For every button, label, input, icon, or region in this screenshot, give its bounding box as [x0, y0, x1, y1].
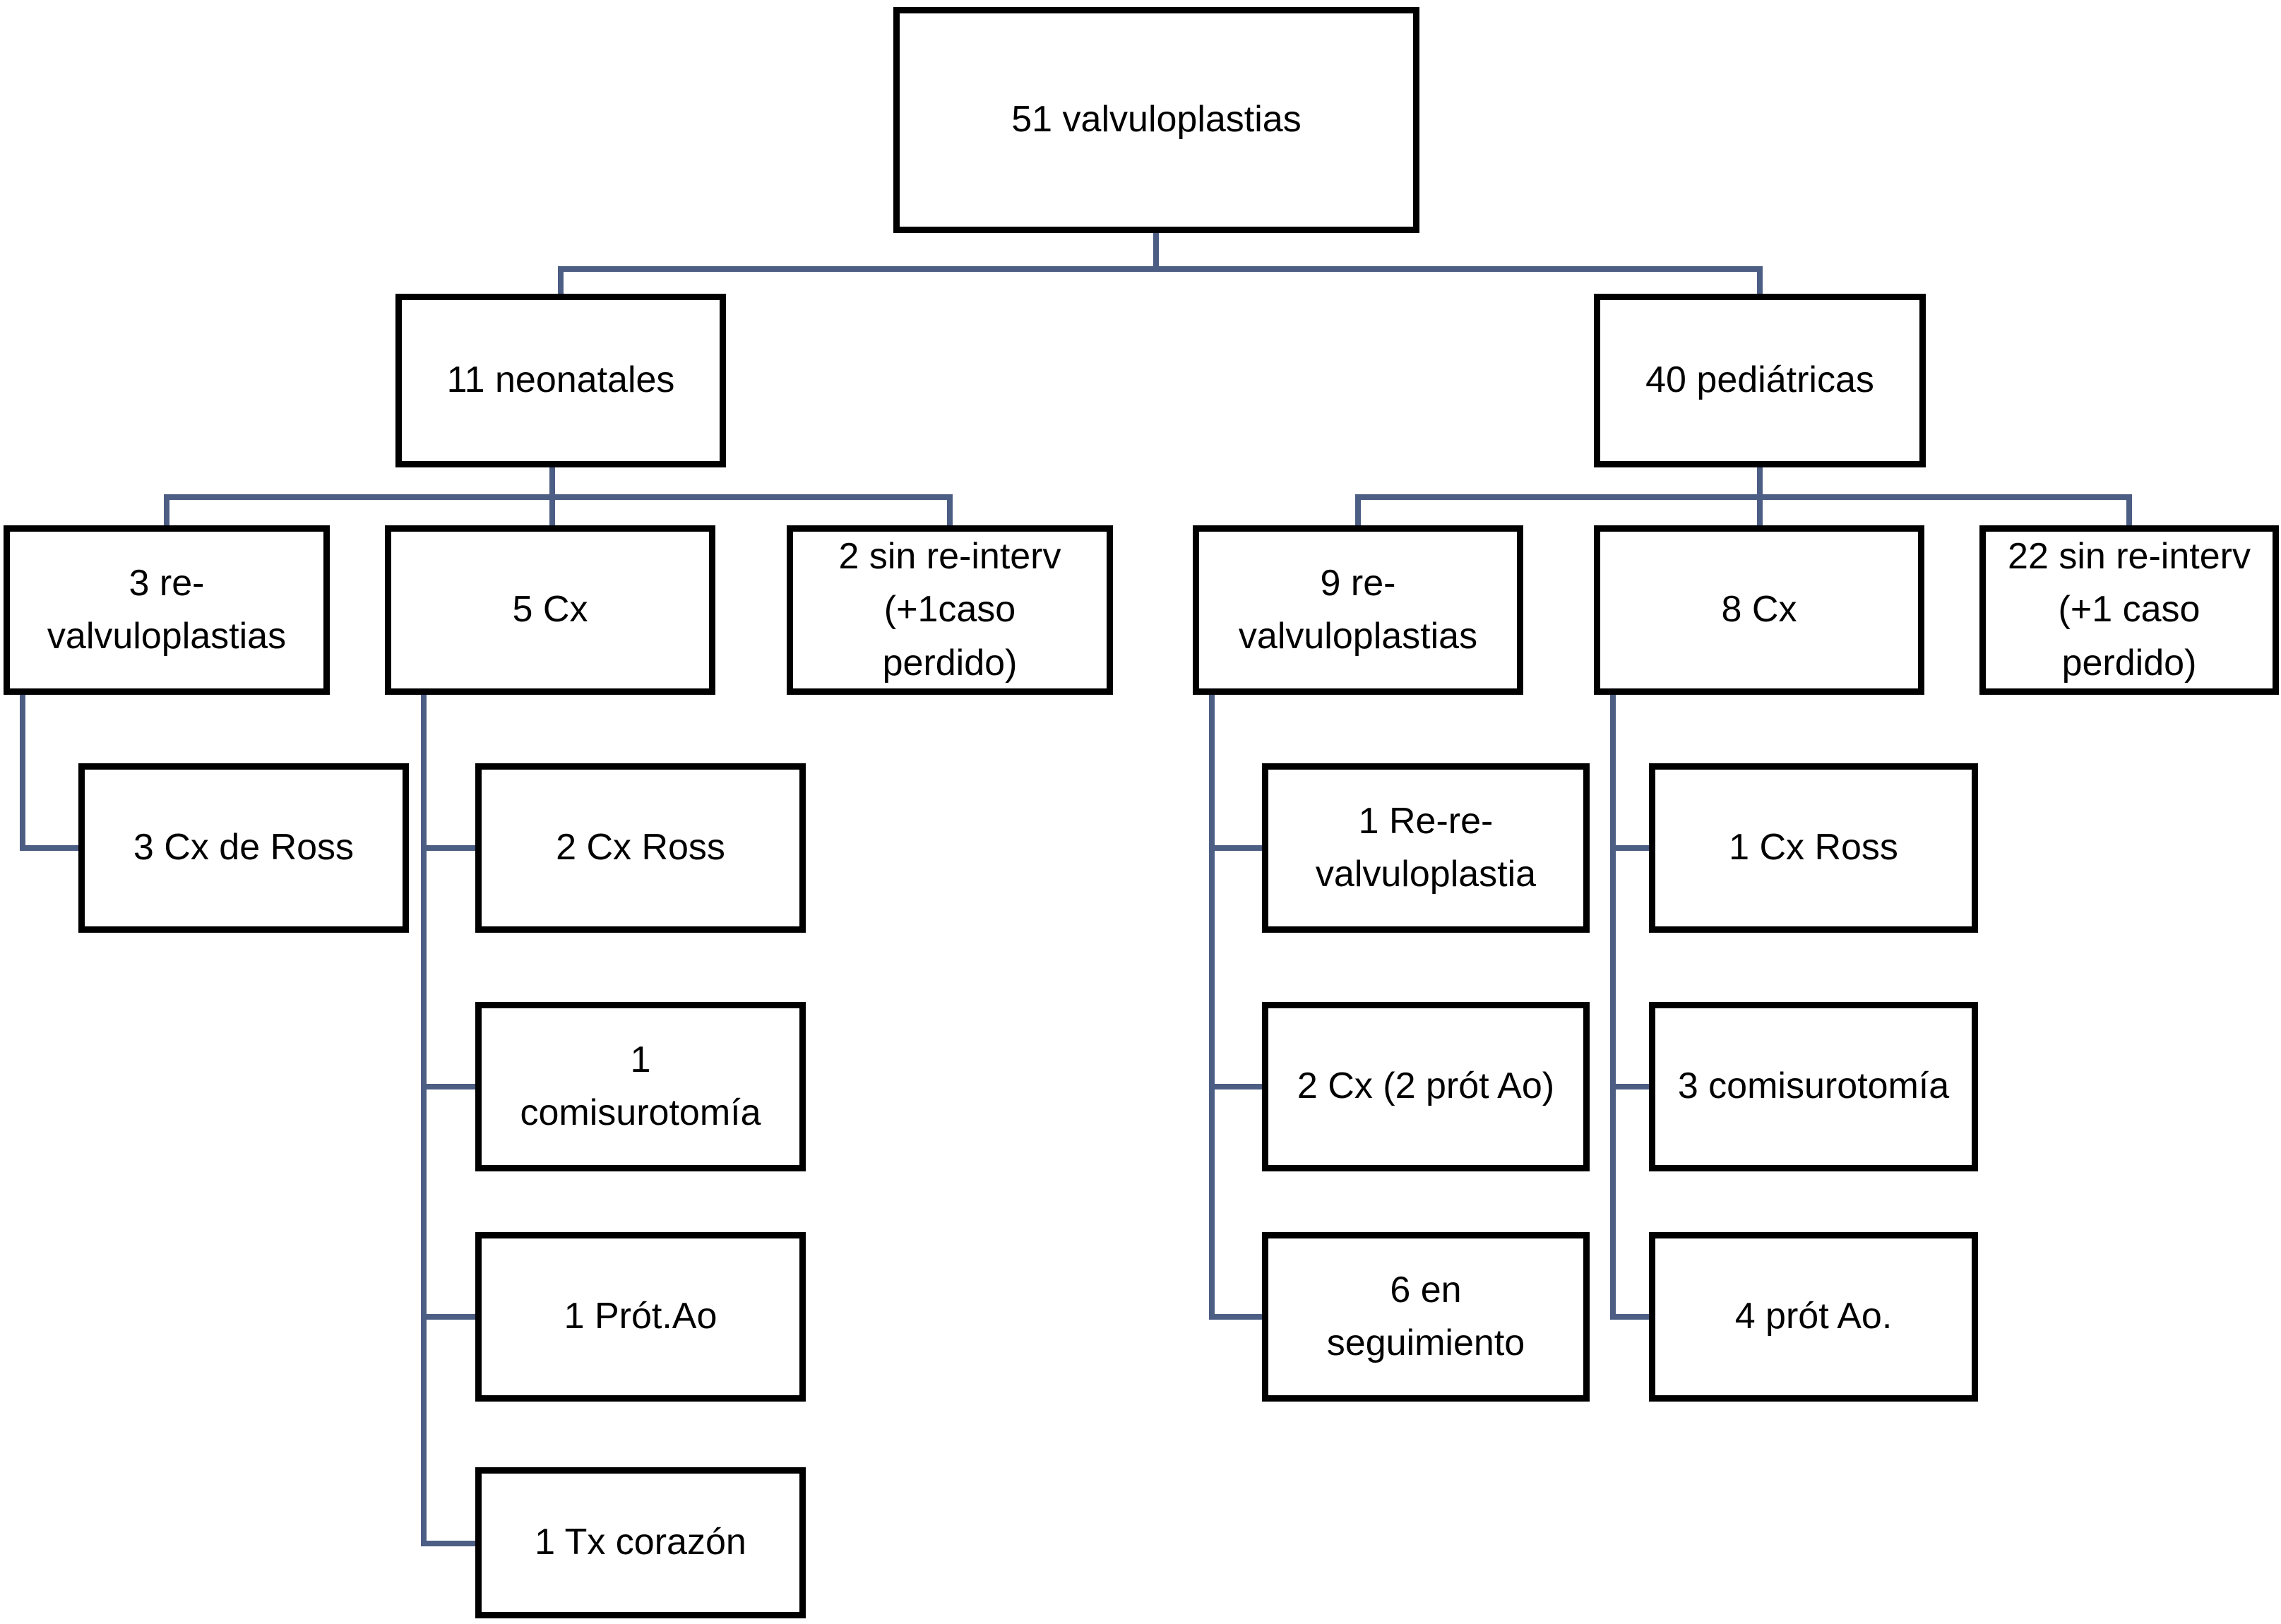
connector-ped-revalv-trunk [1209, 695, 1215, 1320]
node-neo-cx: 5 Cx [385, 525, 715, 695]
connector-root-stem [1153, 233, 1159, 269]
node-neo-cx-ross: 2 Cx Ross [475, 763, 806, 933]
connector-drop-pediatricas [1757, 266, 1763, 294]
connector-drop-neo-sin [947, 494, 953, 525]
connector-ped-cx-trunk [1610, 695, 1616, 1320]
connector-stub-cx-de-ross [20, 845, 78, 851]
connector-neo-cx-trunk [421, 695, 427, 1546]
node-ped-comisurotomia: 3 comisurotomía [1649, 1002, 1978, 1171]
node-ped-cx: 8 Cx [1594, 525, 1924, 695]
node-neo-re-valvuloplastias: 3 re- valvuloplastias [4, 525, 330, 695]
node-neo-cx-de-ross: 3 Cx de Ross [78, 763, 409, 933]
connector-stub-re-re-valv [1209, 845, 1262, 851]
node-ped-cx-ross: 1 Cx Ross [1649, 763, 1978, 933]
connector-stub-prot-ao [421, 1314, 475, 1320]
connector-stub-ped-comis [1610, 1084, 1649, 1089]
node-neo-trasplante-corazon: 1 Tx corazón [475, 1467, 806, 1618]
node-ped-re-valvuloplastias: 9 re- valvuloplastias [1193, 525, 1523, 695]
node-ped-en-seguimiento: 6 en seguimiento [1262, 1232, 1590, 1402]
connector-stub-comisurotomia [421, 1084, 475, 1089]
connector-neonatales-stem [549, 467, 555, 500]
node-ped-cx-2-protesis: 2 Cx (2 prót Ao) [1262, 1002, 1590, 1171]
connector-drop-ped-sin [2126, 494, 2132, 525]
connector-ped-crossbar [1355, 494, 2132, 500]
connector-stub-cx-2prot [1209, 1084, 1262, 1089]
node-ped-re-re-valvuloplastia: 1 Re-re- valvuloplastia [1262, 763, 1590, 933]
connector-neo-crossbar [164, 494, 953, 500]
connector-stub-ped-prot [1610, 1314, 1649, 1320]
node-neonatales: 11 neonatales [395, 294, 726, 467]
connector-stub-seguimiento [1209, 1314, 1262, 1320]
node-ped-protesis-aortica: 4 prót Ao. [1649, 1232, 1978, 1402]
connector-level2-crossbar [558, 266, 1763, 272]
connector-pediatricas-stem [1757, 467, 1763, 500]
connector-drop-neo-revalv [164, 494, 169, 525]
node-neo-sin-reintervencion: 2 sin re-interv (+1caso perdido) [787, 525, 1113, 695]
connector-stub-tx-corazon [421, 1541, 475, 1546]
connector-drop-ped-revalv [1355, 494, 1361, 525]
node-total-valvuloplastias: 51 valvuloplastias [893, 7, 1419, 233]
node-ped-sin-reintervencion: 22 sin re-interv (+1 caso perdido) [1979, 525, 2279, 695]
node-neo-comisurotomia: 1 comisurotomía [475, 1002, 806, 1171]
connector-neo-revalv-trunk [20, 695, 25, 851]
node-neo-protesis-aortica: 1 Prót.Ao [475, 1232, 806, 1402]
connector-stub-ped-cx-ross [1610, 845, 1649, 851]
connector-drop-neo-cx [549, 494, 555, 525]
connector-drop-neonatales [558, 266, 564, 294]
connector-stub-cx-ross [421, 845, 475, 851]
node-pediatricas: 40 pediátricas [1594, 294, 1926, 467]
connector-drop-ped-cx [1757, 494, 1763, 525]
